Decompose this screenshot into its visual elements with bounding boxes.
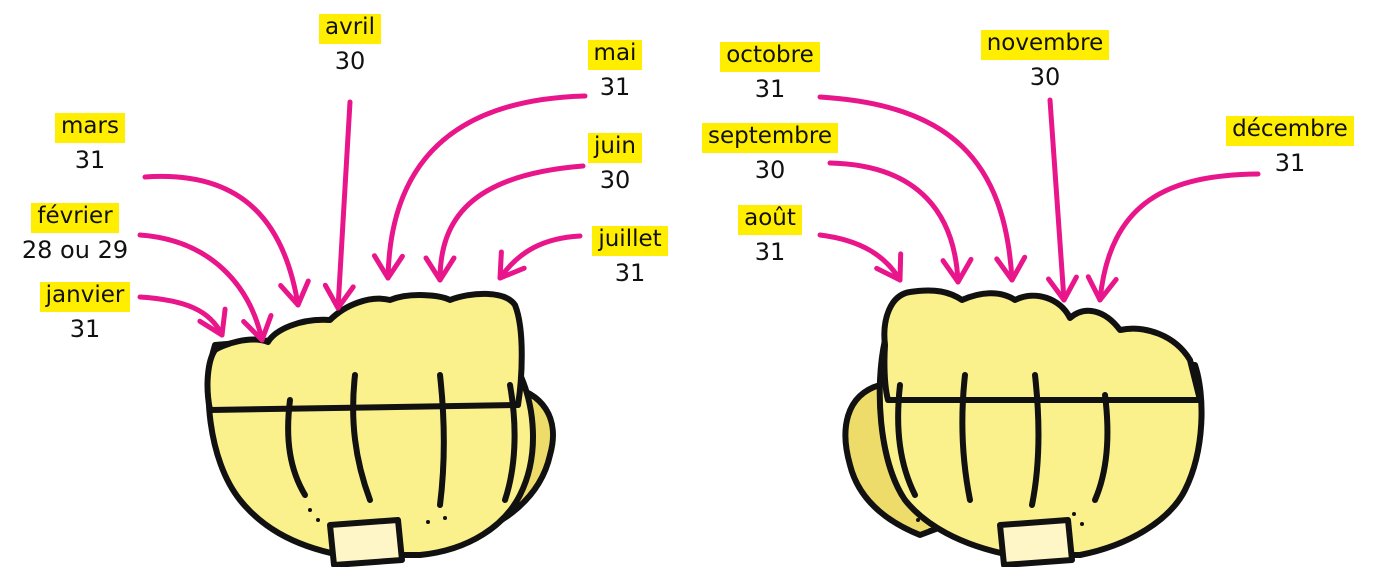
left-thumb-tip bbox=[327, 517, 405, 567]
month-name: avril bbox=[319, 14, 381, 44]
left-finger-lines bbox=[285, 372, 518, 508]
month-name: mai bbox=[587, 40, 643, 70]
month-name: janvier bbox=[39, 282, 131, 312]
month-days: 31 bbox=[69, 315, 101, 343]
right-thumb-tip bbox=[997, 517, 1075, 567]
left-fist bbox=[204, 290, 556, 567]
arrow-aout bbox=[817, 232, 904, 283]
arrow-juin bbox=[423, 163, 586, 283]
month-label-avril: avril 30 bbox=[300, 14, 400, 73]
month-days: 31 bbox=[74, 146, 106, 174]
month-name: juin bbox=[588, 133, 642, 163]
month-days: 31 bbox=[754, 238, 786, 266]
month-name: mars bbox=[55, 113, 125, 143]
arrow-juillet bbox=[497, 233, 583, 281]
month-label-mai: mai 31 bbox=[575, 40, 655, 99]
month-label-juin: juin 30 bbox=[575, 133, 655, 192]
skin-dots bbox=[308, 508, 1084, 532]
arrow-mars bbox=[142, 173, 311, 308]
right-fist bbox=[842, 287, 1205, 567]
month-label-janvier: janvier 31 bbox=[30, 282, 140, 341]
arrow-avril bbox=[322, 99, 356, 311]
arrow-septembre bbox=[827, 160, 974, 285]
month-name: novembre bbox=[980, 30, 1110, 60]
month-days: 31 bbox=[599, 73, 631, 101]
arrow-octobre bbox=[817, 94, 1028, 283]
month-days: 30 bbox=[1029, 63, 1061, 91]
month-days: 30 bbox=[754, 156, 786, 184]
month-name: septembre bbox=[701, 123, 838, 153]
month-label-decembre: décembre 31 bbox=[1200, 116, 1380, 175]
month-days: 31 bbox=[754, 75, 786, 103]
right-arrows bbox=[817, 94, 1261, 303]
right-finger-lines bbox=[895, 372, 1111, 508]
month-days: 31 bbox=[1274, 149, 1306, 177]
month-name: février bbox=[31, 203, 119, 233]
month-label-novembre: novembre 30 bbox=[955, 30, 1135, 89]
arrow-mai bbox=[371, 93, 588, 281]
arrow-novembre bbox=[1045, 97, 1079, 303]
month-label-mars: mars 31 bbox=[40, 113, 140, 172]
month-label-septembre: septembre 30 bbox=[680, 123, 860, 182]
month-days: 31 bbox=[614, 259, 646, 287]
month-days: 30 bbox=[334, 47, 366, 75]
month-label-fevrier: février 28 ou 29 bbox=[5, 203, 145, 262]
month-name: décembre bbox=[1226, 116, 1354, 146]
month-days: 30 bbox=[599, 166, 631, 194]
month-name: juillet bbox=[592, 226, 668, 256]
right-knuckles bbox=[881, 287, 1203, 403]
left-arrows bbox=[137, 93, 588, 343]
arrow-decembre bbox=[1085, 171, 1261, 303]
arrow-janvier bbox=[137, 294, 228, 338]
month-name: octobre bbox=[720, 42, 820, 72]
month-label-juillet: juillet 31 bbox=[580, 226, 680, 285]
month-name: août bbox=[738, 205, 802, 235]
month-label-octobre: octobre 31 bbox=[690, 42, 850, 101]
month-days: 28 ou 29 bbox=[21, 236, 129, 264]
month-label-aout: août 31 bbox=[715, 205, 825, 264]
arrow-fevrier bbox=[137, 232, 274, 343]
